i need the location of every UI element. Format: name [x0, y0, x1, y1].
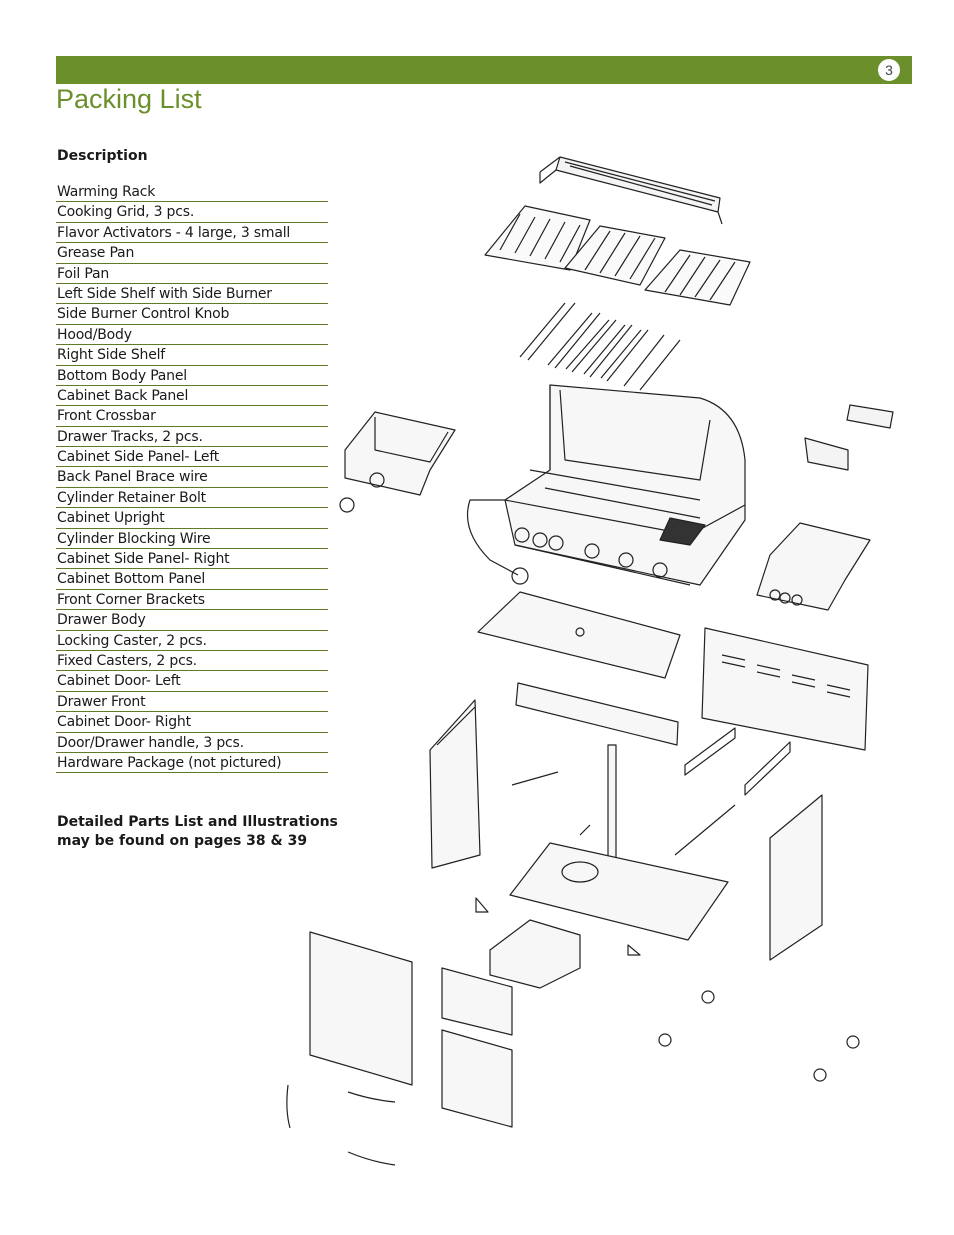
footnote: Detailed Parts List and Illustrations ma…	[57, 813, 347, 851]
list-item: Hardware Package (not pictured)	[56, 754, 328, 774]
right-side-shelf-illustration	[756, 522, 871, 611]
list-item: Drawer Body	[56, 611, 328, 631]
list-item: Cylinder Retainer Bolt	[56, 489, 328, 509]
cabinet-side-panel-right-illustration	[769, 794, 823, 961]
list-item: Warming Rack	[56, 183, 328, 203]
drawer-tracks-illustration	[684, 727, 791, 796]
cabinet-back-panel-illustration	[701, 627, 869, 751]
cabinet-upright-illustration	[607, 744, 617, 871]
list-item: Door/Drawer handle, 3 pcs.	[56, 734, 328, 753]
list-item: Cabinet Upright	[56, 509, 328, 529]
list-item: Drawer Tracks, 2 pcs.	[56, 428, 328, 448]
brace-wire-illustration	[511, 771, 736, 856]
list-item: Front Crossbar	[56, 407, 328, 427]
front-crossbar-illustration	[515, 682, 679, 746]
list-item: Left Side Shelf with Side Burner	[56, 285, 328, 305]
casters-illustration	[658, 990, 860, 1082]
list-item: Cabinet Side Panel- Left	[56, 448, 328, 468]
footnote-line-2: may be found on pages 38 & 39	[57, 833, 308, 849]
list-item: Cabinet Bottom Panel	[56, 570, 328, 590]
list-item: Cabinet Back Panel	[56, 387, 328, 407]
list-item: Bottom Body Panel	[56, 367, 328, 386]
page-title: Packing List	[56, 84, 202, 114]
list-item: Side Burner Control Knob	[56, 305, 328, 325]
cooking-grid-illustration	[484, 205, 751, 306]
front-corner-brackets-illustration	[475, 897, 641, 956]
header-bar: 3	[56, 56, 912, 84]
exploded-grill-diagram	[286, 156, 894, 1166]
list-item: Flavor Activators - 4 large, 3 small	[56, 224, 328, 244]
foil-and-grease-pan-illustration	[804, 404, 894, 471]
hood-body-illustration	[466, 384, 746, 586]
list-item: Locking Caster, 2 pcs.	[56, 632, 328, 651]
bottom-body-panel-illustration	[477, 591, 681, 679]
parts-list: Warming Rack Cooking Grid, 3 pcs. Flavor…	[56, 183, 328, 774]
flavor-activators-illustration	[519, 302, 681, 391]
list-item: Grease Pan	[56, 244, 328, 264]
cabinet-bottom-panel-illustration	[509, 842, 729, 941]
warming-rack-illustration	[539, 156, 723, 225]
door-drawer-handles-illustration	[286, 1084, 396, 1166]
list-item: Cabinet Door- Left	[56, 672, 328, 692]
page-number-badge: 3	[878, 59, 900, 81]
left-side-shelf-illustration	[339, 411, 456, 513]
list-item: Cooking Grid, 3 pcs.	[56, 203, 328, 223]
description-heading: Description	[57, 148, 148, 164]
list-item: Cabinet Side Panel- Right	[56, 550, 328, 570]
list-item: Front Corner Brackets	[56, 591, 328, 611]
list-item: Back Panel Brace wire	[56, 468, 328, 488]
cabinet-side-panel-left-illustration	[429, 699, 481, 869]
drawer-body-illustration	[489, 919, 581, 989]
list-item: Right Side Shelf	[56, 346, 328, 366]
list-item: Foil Pan	[56, 265, 328, 284]
cabinet-doors-illustration	[309, 931, 513, 1128]
list-item: Cylinder Blocking Wire	[56, 530, 328, 550]
footnote-line-1: Detailed Parts List and Illustrations	[57, 814, 338, 830]
list-item: Fixed Casters, 2 pcs.	[56, 652, 328, 672]
list-item: Hood/Body	[56, 326, 328, 346]
list-item: Cabinet Door- Right	[56, 713, 328, 733]
list-item: Drawer Front	[56, 693, 328, 713]
